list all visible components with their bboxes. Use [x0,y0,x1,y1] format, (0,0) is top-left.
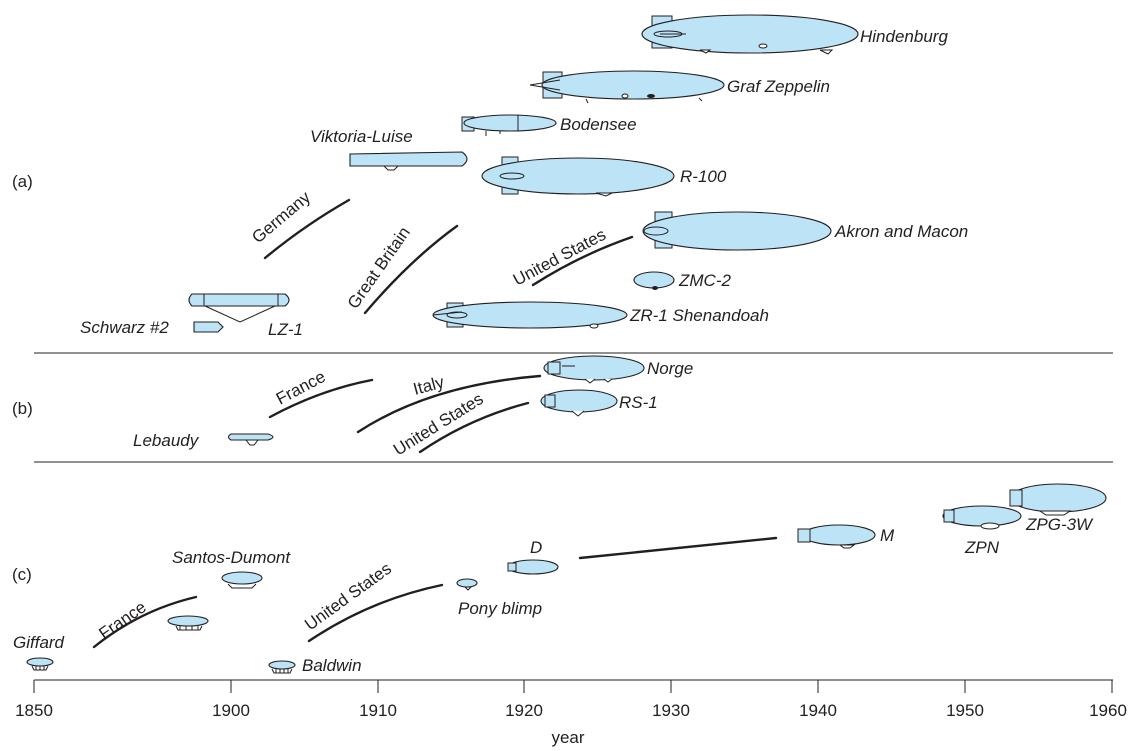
airship-m [797,524,876,549]
united-states-curve-b [418,401,530,454]
x-tick-label-1850: 1850 [15,701,53,720]
airship-r100 [481,156,675,197]
label-lz1: LZ-1 [268,320,303,339]
airship-viktoria-luise [349,151,468,171]
airship-santos-dumont-2 [167,615,209,631]
label-germany-a: Germany [248,187,314,247]
airship-norge [543,355,645,384]
section-label-c: (c) [12,565,32,584]
label-r100: R-100 [680,167,727,186]
x-tick-label-1930: 1930 [652,701,690,720]
label-france-c: France [95,597,149,643]
label-schwarz2: Schwarz #2 [80,318,169,337]
italy-curve-b [356,374,542,434]
label-akron-macon: Akron and Macon [834,222,968,241]
label-pony-blimp: Pony blimp [458,599,542,618]
label-bodensee: Bodensee [560,115,637,134]
germany-curve [263,198,351,260]
united-states-curve-c [307,583,444,643]
label-m: M [880,526,895,545]
france-curve-c [92,595,198,649]
x-tick-label-1950: 1950 [946,701,984,720]
airship-schwarz2 [193,321,224,333]
label-united-states-b: United States [390,389,487,459]
x-axis-title: year [551,728,584,747]
airship-graf-zeppelin [529,70,725,104]
x-axis: 1850 1900 1910 1920 1930 1940 1950 1960 … [15,679,1127,747]
airship-giffard [26,657,54,671]
label-rs1: RS-1 [619,393,658,412]
airship-zpn [942,505,1022,530]
label-viktoria-luise: Viktoria-Luise [310,127,413,146]
airship-lebaudy [227,433,274,446]
united-states-curve-a [531,235,634,287]
label-norge: Norge [647,359,693,378]
airship-lz1 [188,293,290,323]
airship-zmc2 [633,271,675,290]
united-states-line-c [578,536,778,560]
airship-hindenburg [641,14,859,55]
section-label-a: (a) [12,172,33,191]
label-united-states-a: United States [510,225,609,290]
airship-d [507,559,559,575]
airship-santos-dumont [221,571,263,589]
airship-baldwin [268,660,296,674]
label-lebaudy: Lebaudy [133,431,200,450]
airship-pony-blimp [456,578,478,591]
section-label-b: (b) [12,399,33,418]
label-zpg3w: ZPG-3W [1025,515,1094,534]
label-zmc2: ZMC-2 [678,271,731,290]
label-d: D [530,538,542,557]
airship-bodensee [461,114,557,136]
great-britain-curve [363,224,459,315]
label-santos-dumont: Santos-Dumont [172,548,291,567]
x-tick-label-1920: 1920 [505,701,543,720]
x-tick-label-1910: 1910 [359,701,397,720]
label-shenandoah: ZR-1 Shenandoah [629,306,769,325]
label-united-states-c: United States [301,559,395,634]
france-curve-b [268,378,374,419]
label-giffard: Giffard [13,633,65,652]
x-tick-label-1900: 1900 [212,701,250,720]
label-baldwin: Baldwin [302,656,362,675]
x-tick-label-1940: 1940 [799,701,837,720]
label-hindenburg: Hindenburg [860,27,948,46]
airship-zpg3w [1009,483,1107,516]
label-zpn: ZPN [964,538,1000,557]
x-tick-label-1960: 1960 [1089,701,1127,720]
airship-rs1 [540,389,618,417]
label-graf-zeppelin: Graf Zeppelin [727,77,830,96]
airship-shenandoah [432,301,628,329]
airship-akron-macon [642,211,832,251]
